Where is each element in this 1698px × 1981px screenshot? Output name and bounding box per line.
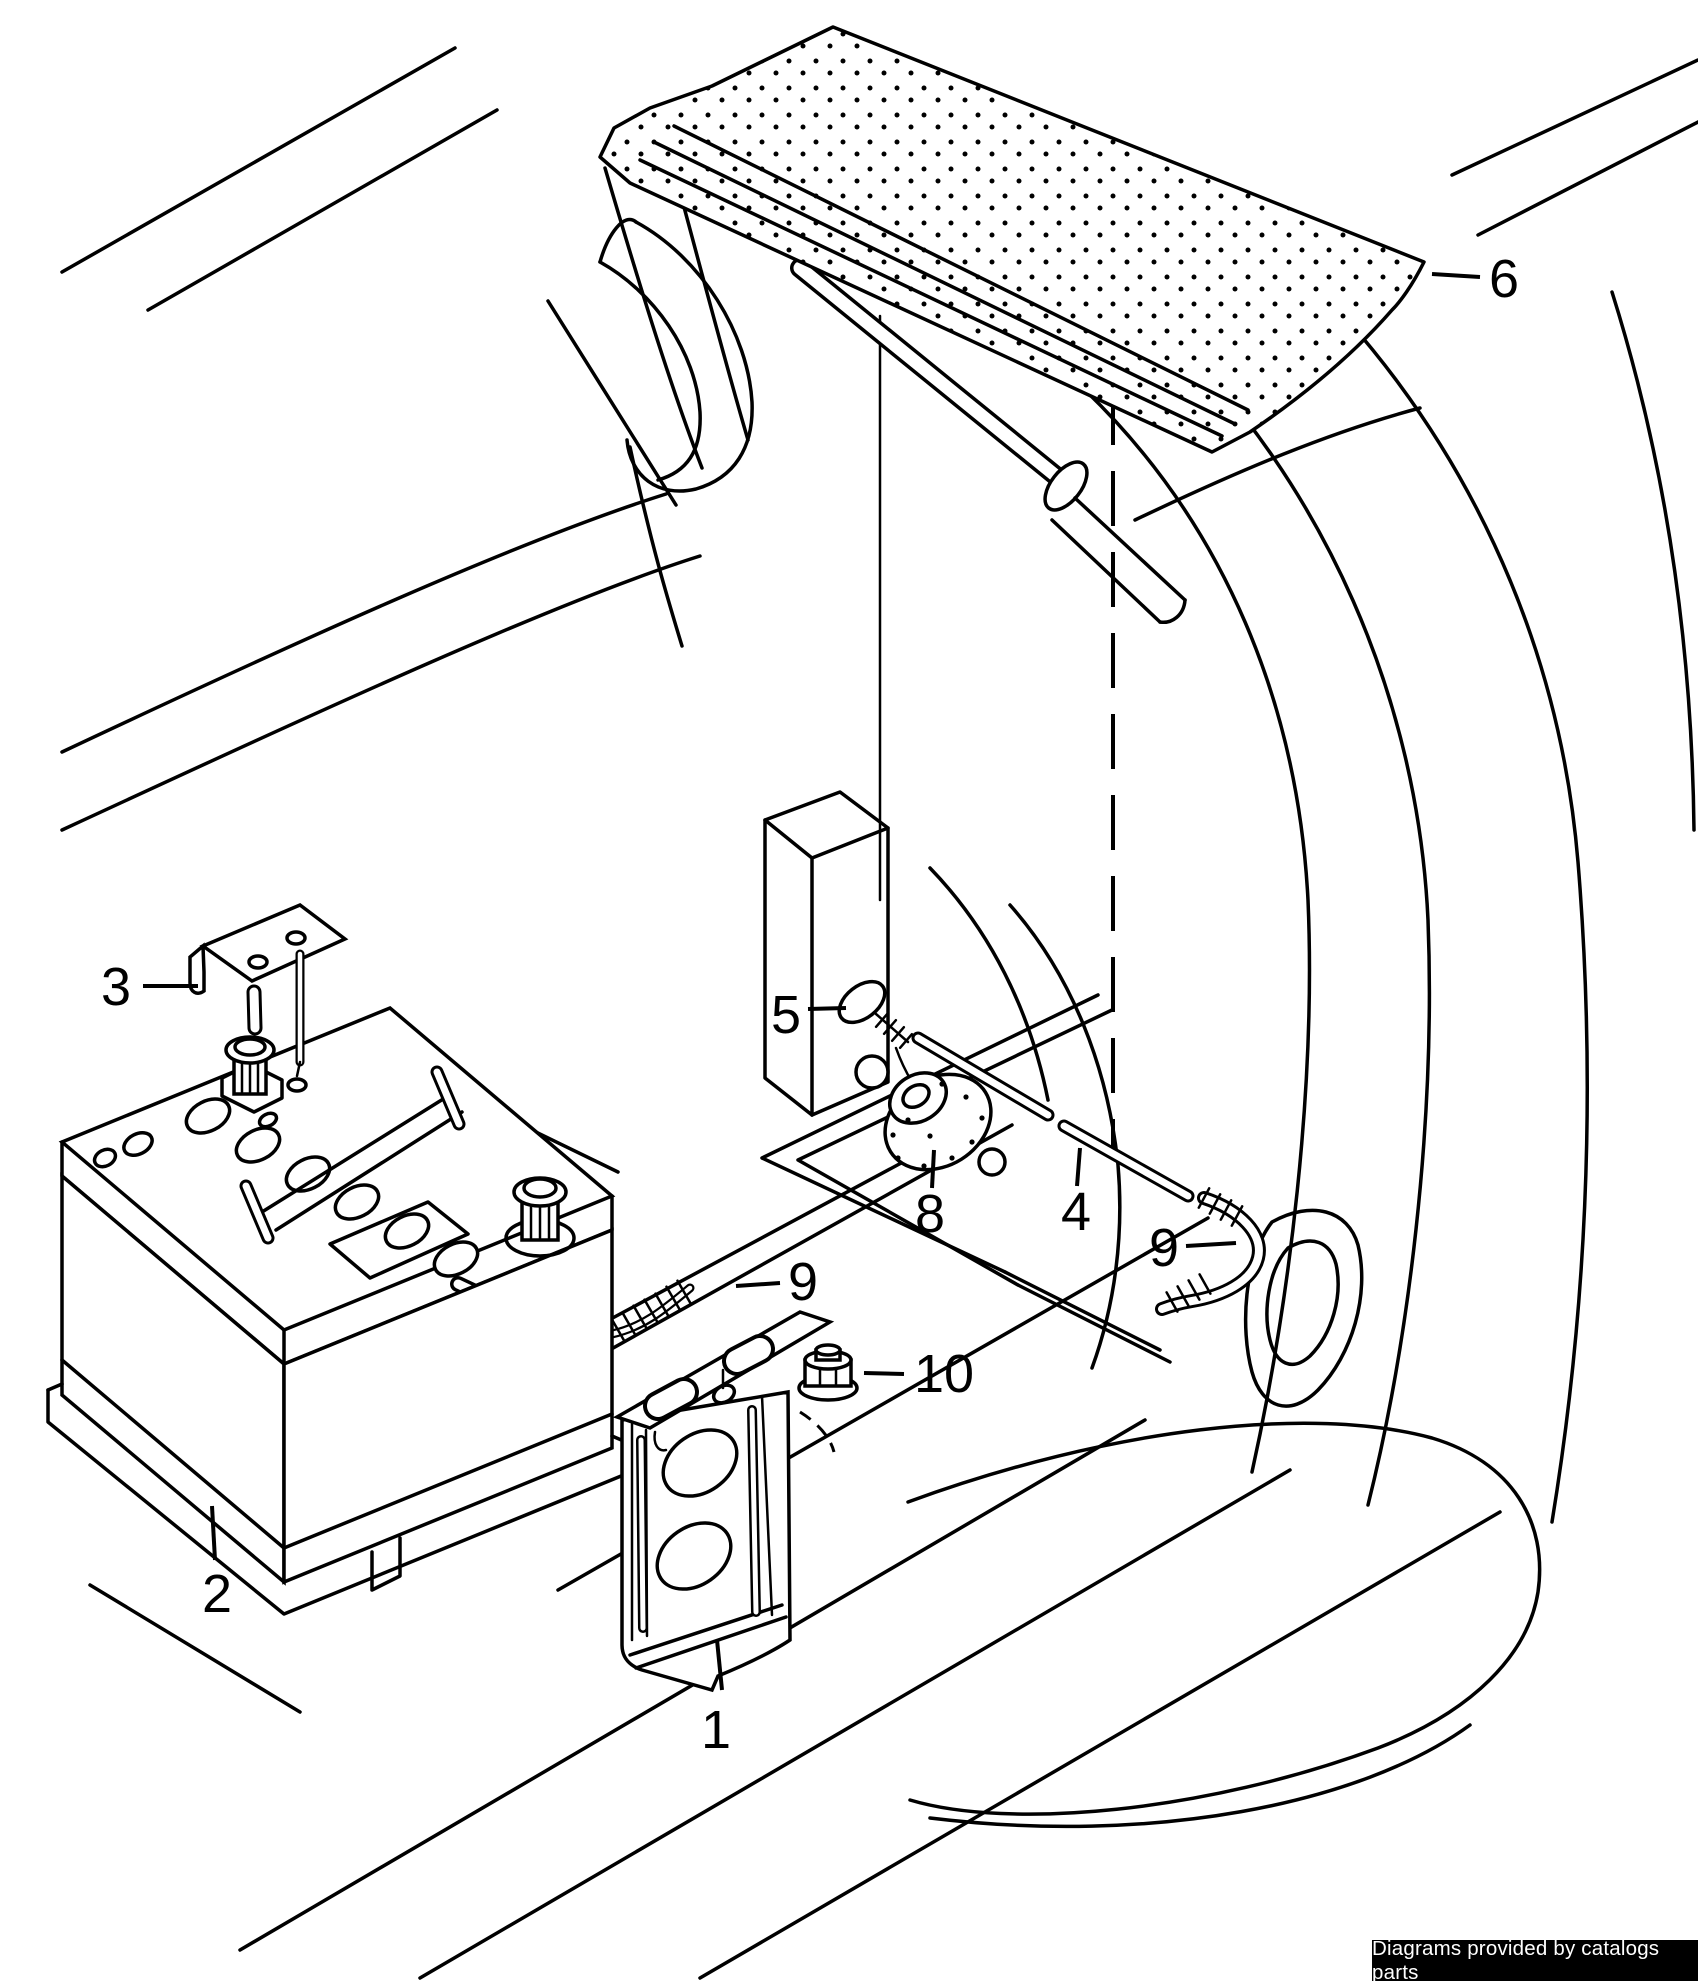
battery (46, 1005, 628, 1616)
callout-4: 4 (1061, 1147, 1091, 1242)
callout-label: 2 (202, 1564, 232, 1624)
callout-3: 3 (101, 957, 198, 1017)
callout-label: 1 (701, 1700, 731, 1760)
hold-down-bracket (188, 902, 349, 1093)
watermark-text: Diagrams provided by catalogs parts (1372, 1936, 1660, 1981)
callout-10: 10 (863, 1344, 974, 1404)
threaded-rod (911, 1031, 1195, 1203)
callout-label: 8 (915, 1184, 945, 1244)
callout-1: 1 (701, 1639, 731, 1760)
insulation-mat (598, 25, 1426, 454)
callout-label: 3 (101, 957, 131, 1017)
gas-strut (790, 258, 1187, 624)
battery-terminal-right (504, 1176, 576, 1258)
car-body-lines (60, 46, 1698, 1980)
callout-label: 9 (1149, 1218, 1179, 1278)
callout-label: 9 (788, 1252, 818, 1312)
callout-9-left: 9 (735, 1252, 818, 1312)
callout-label: 4 (1061, 1182, 1091, 1242)
cable-grommet (854, 1054, 1007, 1177)
callout-label: 6 (1489, 249, 1519, 309)
callout-2: 2 (202, 1505, 232, 1624)
battery-handle (239, 1065, 466, 1245)
callout-8: 8 (915, 1149, 945, 1244)
tray-bracket (612, 1310, 835, 1693)
callout-6: 6 (1431, 249, 1519, 309)
watermark-bar: Diagrams provided by catalogs parts (1372, 1936, 1698, 1981)
callout-label: 10 (914, 1344, 974, 1404)
callout-5: 5 (771, 985, 847, 1045)
callout-9-right: 9 (1149, 1218, 1237, 1278)
flange-nut (797, 1343, 859, 1453)
battery-terminal-left (220, 1035, 284, 1114)
callout-label: 5 (771, 985, 801, 1045)
hook-rod (1155, 1187, 1266, 1316)
callouts: 3 5 6 8 4 9 9 10 (101, 249, 1519, 1760)
